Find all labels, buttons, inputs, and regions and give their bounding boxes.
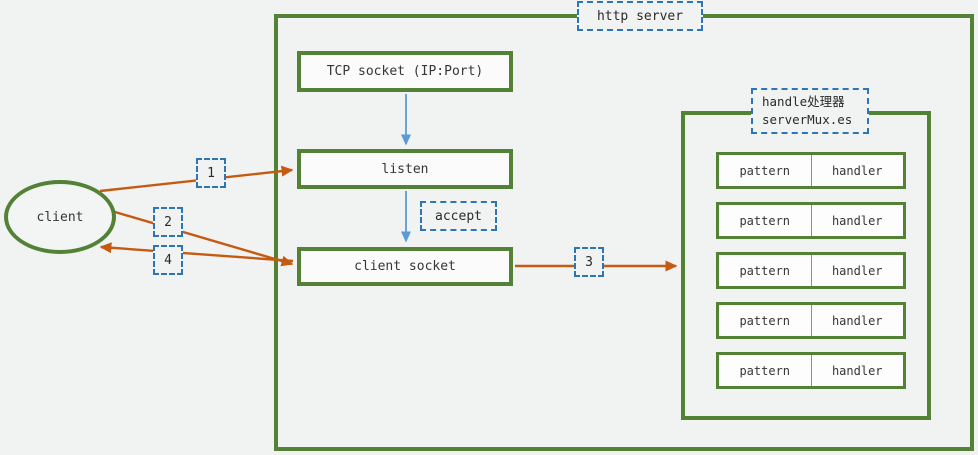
mux-row-4: pattern handler xyxy=(716,302,906,339)
pattern-cell: pattern xyxy=(739,363,791,378)
step-2-chip: 2 xyxy=(153,207,183,237)
client-socket-node: client socket xyxy=(297,247,513,286)
mux-row-2: pattern handler xyxy=(716,202,906,239)
listen-node: listen xyxy=(297,149,513,189)
accept-chip: accept xyxy=(420,201,497,231)
servermux-title-line1: handle处理器 xyxy=(762,94,845,109)
tcp-socket-node: TCP socket (IP:Port) xyxy=(297,51,513,92)
pattern-cell: pattern xyxy=(739,263,791,278)
accept-label: accept xyxy=(435,208,482,224)
pattern-cell: pattern xyxy=(739,163,791,178)
step-4-label: 4 xyxy=(164,252,172,268)
arrow-step4-clientsocket-to-client xyxy=(99,242,294,263)
handler-cell: handler xyxy=(810,355,904,386)
handler-cell: handler xyxy=(810,255,904,286)
listen-label: listen xyxy=(381,161,429,177)
servermux-title-line2: serverMux.es xyxy=(762,112,853,127)
handler-cell: handler xyxy=(810,305,904,336)
mux-row-5: pattern handler xyxy=(716,352,906,389)
step-3-label: 3 xyxy=(585,254,593,270)
tcp-socket-label: TCP socket (IP:Port) xyxy=(326,64,484,79)
servermux-title-chip: handle处理器 serverMux.es xyxy=(751,88,869,134)
mux-row-3: pattern handler xyxy=(716,252,906,289)
http-server-title: http server xyxy=(596,8,684,24)
handler-cell: handler xyxy=(810,205,904,236)
client-node: client xyxy=(4,180,116,254)
arrow-step2-client-to-clientsocket xyxy=(114,210,294,267)
step-1-label: 1 xyxy=(207,165,215,181)
step-4-chip: 4 xyxy=(153,245,183,275)
client-label: client xyxy=(36,209,84,225)
handler-cell: handler xyxy=(810,155,904,186)
pattern-cell: pattern xyxy=(739,313,791,328)
step-2-label: 2 xyxy=(164,214,172,230)
step-3-chip: 3 xyxy=(574,247,604,277)
client-socket-label: client socket xyxy=(354,259,456,274)
mux-row-1: pattern handler xyxy=(716,152,906,189)
step-1-chip: 1 xyxy=(196,158,226,188)
http-server-title-chip: http server xyxy=(577,1,703,31)
pattern-cell: pattern xyxy=(739,213,791,228)
